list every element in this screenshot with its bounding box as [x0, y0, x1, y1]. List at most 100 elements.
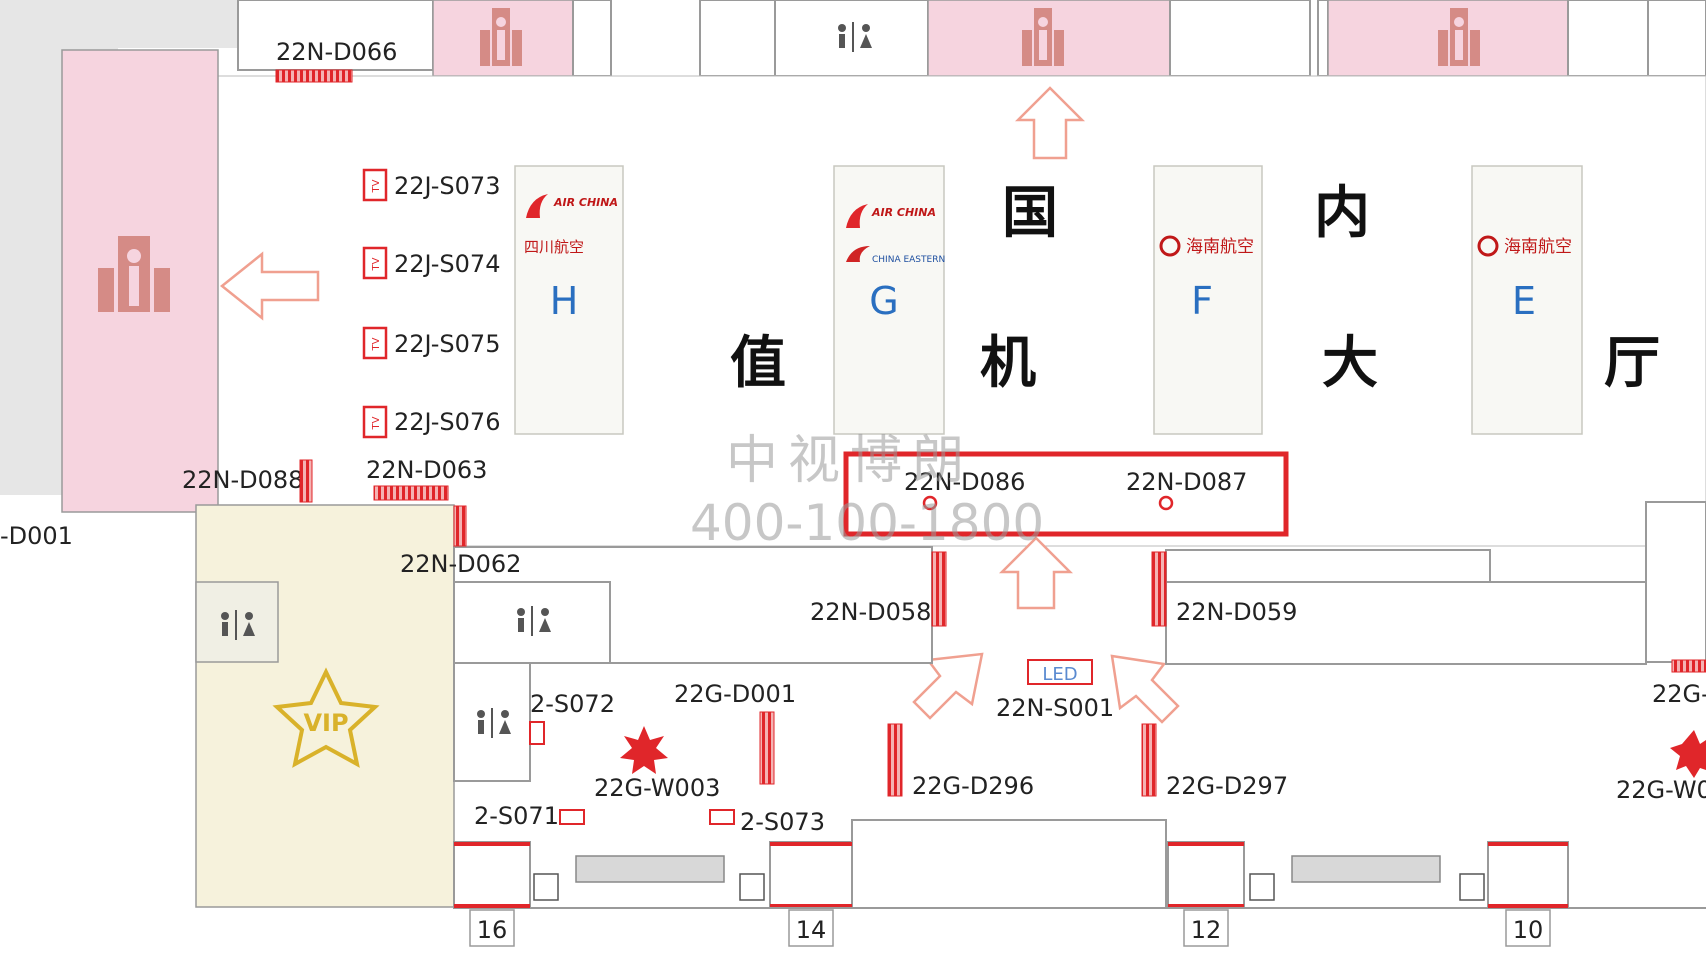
security-icon	[1438, 8, 1480, 66]
ad-label-22n-s001: 22N-S001	[996, 694, 1114, 722]
restroom-icon	[477, 708, 511, 738]
ad-marker-d088	[299, 459, 313, 503]
gate-12-structure	[1167, 841, 1245, 909]
ad-label-2-s073: 2-S073	[740, 808, 825, 836]
top-room-5	[1647, 0, 1706, 77]
gate-14-box	[788, 909, 834, 947]
hainan-airlines-logo: 海南航空	[1186, 237, 1254, 257]
vip-label: VIP	[303, 709, 348, 737]
check-in-counter-f	[1153, 165, 1263, 435]
air-china-logo-text-2: AIR CHINA	[871, 206, 936, 219]
hainan-logo-icon-2	[1477, 235, 1499, 257]
burst-icon	[620, 726, 668, 774]
air-china-logo-text: AIR CHINA	[553, 196, 618, 209]
watermark-phone: 400-100-1800	[690, 494, 1044, 552]
restroom-icon	[221, 610, 255, 640]
tv-icon-s073	[709, 809, 735, 825]
ad-label-2-s072: 2-S072	[530, 690, 615, 718]
tv-icon-s071	[559, 809, 585, 825]
top-room-4	[1567, 0, 1649, 77]
ad-label-22g-d296: 22G-D296	[912, 772, 1034, 800]
china-eastern-logo-icon	[846, 246, 870, 262]
hainan-logo-icon	[1159, 235, 1181, 257]
ad-label-22n-d059: 22N-D059	[1176, 598, 1297, 626]
gate-16-number: 16	[477, 916, 508, 944]
tv-icon-s072	[529, 721, 545, 745]
vip-star-icon	[272, 667, 380, 768]
security-icon	[1022, 8, 1064, 66]
check-in-counter-e	[1471, 165, 1583, 435]
watermark-company: 中视博朗	[726, 431, 974, 491]
arrow-up-icon-2	[998, 536, 1074, 610]
hall-char-zhi: 值	[730, 331, 786, 396]
ad-marker-d063	[373, 485, 449, 501]
ad-label-22n-d066: 22N-D066	[276, 38, 397, 66]
ad-label-22j-s073: 22J-S073	[394, 172, 500, 200]
tv-icon: TV	[362, 405, 388, 439]
tv-icon-text: TV	[371, 416, 382, 430]
china-eastern-logo-text: CHINA EASTERN	[872, 255, 945, 265]
right-edge-block	[1645, 501, 1706, 663]
lower-center-block	[851, 819, 1167, 909]
gate-12-box	[1183, 909, 1229, 947]
arrow-left-icon	[219, 251, 320, 321]
conveyor-icon-2	[1291, 855, 1441, 883]
top-room-3	[1169, 0, 1311, 77]
gate-12-number: 12	[1191, 916, 1222, 944]
ad-marker-d058	[931, 551, 947, 627]
tv-icon: TV	[362, 326, 388, 360]
security-icon	[480, 8, 522, 66]
tv-icon-text: TV	[371, 257, 382, 271]
ad-marker-d296	[887, 723, 903, 797]
gate-16-structure	[453, 841, 531, 909]
ad-label-22g-d297: 22G-D297	[1166, 772, 1288, 800]
elevator-icon	[533, 873, 559, 901]
ad-marker-d297	[1141, 723, 1157, 797]
tv-icon: TV	[362, 246, 388, 280]
gate-10-structure	[1487, 841, 1569, 909]
zone-e-label: E	[1512, 279, 1536, 323]
ad-label-22j-s075: 22J-S075	[394, 330, 500, 358]
led-screen-icon	[1027, 659, 1093, 685]
burst-icon-right	[1670, 730, 1706, 778]
ad-label-22n-d086: 22N-D086	[904, 468, 1025, 496]
ad-marker-d066	[275, 69, 353, 83]
arrow-up-icon	[1014, 86, 1086, 160]
conveyor-icon	[575, 855, 725, 883]
ad-label-22g-w00-right: 22G-W00	[1616, 776, 1706, 804]
zone-h-label: H	[550, 279, 579, 323]
ad-label-22n-d058: 22N-D058	[810, 598, 931, 626]
ad-label-22n-d063: 22N-D063	[366, 456, 487, 484]
gate-10-number: 10	[1513, 916, 1544, 944]
restroom-icon	[838, 22, 872, 52]
top-room-2	[699, 0, 776, 77]
hall-char-guo: 国	[1002, 181, 1058, 246]
ad-label-d001-left: -D001	[0, 522, 73, 550]
ad-marker-g-d001	[759, 711, 775, 785]
sichuan-airlines-logo: 四川航空	[524, 238, 584, 256]
zone-g-label: G	[869, 279, 898, 323]
ad-label-22n-d062: 22N-D062	[400, 550, 521, 578]
ad-marker-d059	[1151, 551, 1167, 627]
ad-label-22g-right: 22G-	[1652, 680, 1706, 708]
check-in-counter-g	[833, 165, 945, 435]
ad-label-22j-s074: 22J-S074	[394, 250, 500, 278]
tv-icon-text: TV	[371, 337, 382, 351]
elevator-icon-4	[1459, 873, 1485, 901]
ad-label-22g-w003: 22G-W003	[594, 774, 720, 802]
top-divider	[1317, 0, 1329, 77]
ad-label-22g-d001: 22G-D001	[674, 680, 796, 708]
check-in-hall-floor	[217, 75, 1706, 547]
ad-point-d086	[922, 495, 938, 511]
elevator-icon-2	[739, 873, 765, 901]
air-china-logo-icon-2	[846, 204, 868, 228]
ad-label-22n-d088: 22N-D088	[182, 466, 303, 494]
top-corridor-1	[572, 0, 612, 77]
ad-label-2-s071: 2-S071	[474, 802, 559, 830]
hall-char-ji: 机	[980, 331, 1036, 396]
ad-label-22n-d087: 22N-D087	[1126, 468, 1247, 496]
top-room-d066	[237, 0, 434, 71]
led-screen-text: LED	[1042, 664, 1077, 685]
